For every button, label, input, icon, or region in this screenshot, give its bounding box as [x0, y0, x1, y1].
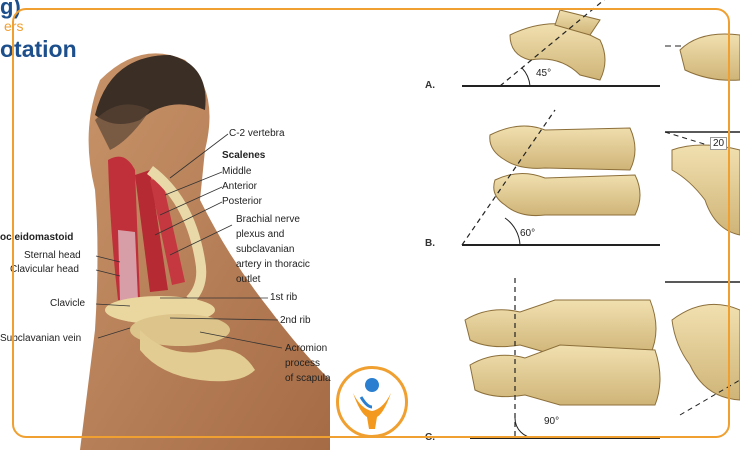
title-fragment: g)	[0, 0, 21, 19]
figure-c-label: C.	[425, 432, 435, 443]
label-sternal-head: Sternal head	[24, 250, 81, 261]
label-c2-vertebra: C-2 vertebra	[229, 128, 285, 139]
label-clavicle: Clavicle	[50, 298, 86, 309]
figure-a-angle: 45°	[536, 68, 552, 79]
label-middle: Middle	[222, 166, 252, 177]
figure-b-side-angle: 20	[710, 137, 728, 150]
label-scalenes: Scalenes	[222, 150, 266, 161]
label-clavicular-head: Clavicular head	[10, 264, 79, 275]
label-subclavian-vein: Subclavanian vein	[0, 333, 82, 344]
label-brachial-1: Brachial nerve	[236, 214, 300, 225]
page-title: otation	[0, 36, 77, 62]
neck-illustration	[80, 53, 330, 450]
label-acromion-2: process	[285, 358, 321, 369]
spine-figure-b	[461, 109, 740, 246]
label-acromion-1: Acromion	[285, 343, 328, 354]
person-logo-icon	[336, 366, 408, 438]
label-sternocleidomastoid: ocleidomastoid	[0, 232, 74, 243]
figure-c-angle: 90°	[544, 416, 560, 427]
subtitle-fragment: ers	[4, 18, 24, 34]
label-anterior: Anterior	[222, 181, 258, 192]
figure-b-label: B.	[425, 238, 435, 249]
label-brachial-3: subclavanian	[236, 244, 295, 255]
label-brachial-4: artery in thoracic	[236, 259, 310, 270]
label-posterior: Posterior	[222, 196, 263, 207]
label-acromion-3: of scapula	[285, 373, 331, 384]
figure-a-label: A.	[425, 80, 435, 91]
label-brachial-2: plexus and	[236, 229, 285, 240]
spine-figure-a	[462, 0, 740, 87]
figure-b-angle: 60°	[520, 228, 536, 239]
label-brachial-5: outlet	[236, 274, 261, 285]
spine-figure-c	[464, 278, 740, 440]
label-1st-rib: 1st rib	[270, 292, 298, 303]
label-2nd-rib: 2nd rib	[280, 315, 311, 326]
